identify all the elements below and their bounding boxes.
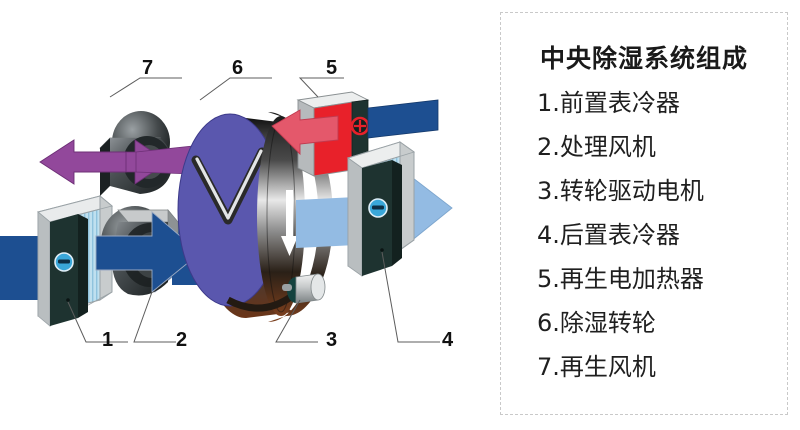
- callout-label-2: 2: [176, 329, 188, 351]
- legend-item-5: 5.再生电加热器: [537, 265, 704, 293]
- callout-label-1: 1: [102, 329, 114, 351]
- legend-item-6: 6.除湿转轮: [537, 309, 656, 337]
- legend-panel: 中央除湿系统组成 1.前置表冷器 2.处理风机 3.转轮驱动电机 4.后置表冷器…: [500, 12, 788, 415]
- legend-item-2: 2.处理风机: [537, 133, 656, 161]
- legend-item-7: 7.再生风机: [537, 353, 656, 381]
- legend-item-4: 4.后置表冷器: [537, 221, 680, 249]
- system-diagram: 7 6 5 1 2 3 4: [0, 57, 454, 351]
- wheel-rotation-direction: [281, 190, 298, 256]
- heated-regeneration-airflow: [271, 109, 339, 156]
- legend-list: 1.前置表冷器 2.处理风机 3.转轮驱动电机 4.后置表冷器 5.再生电加热器…: [537, 81, 779, 389]
- legend-item-3: 3.转轮驱动电机: [537, 177, 704, 205]
- wheel-drive-motor: [282, 273, 326, 304]
- legend-title: 中央除湿系统组成: [539, 44, 748, 73]
- callout-label-6: 6: [232, 57, 244, 79]
- process-fan: [95, 206, 201, 296]
- post-cooling-coil: [346, 141, 416, 277]
- callout-leader-lines: [67, 77, 440, 343]
- regeneration-air-feed: [367, 99, 439, 139]
- callout-label-4: 4: [442, 329, 454, 351]
- legend-item-1: 1.前置表冷器: [537, 89, 680, 117]
- callout-label-5: 5: [326, 57, 338, 79]
- callout-label-3: 3: [326, 329, 338, 351]
- callout-label-7: 7: [142, 57, 154, 79]
